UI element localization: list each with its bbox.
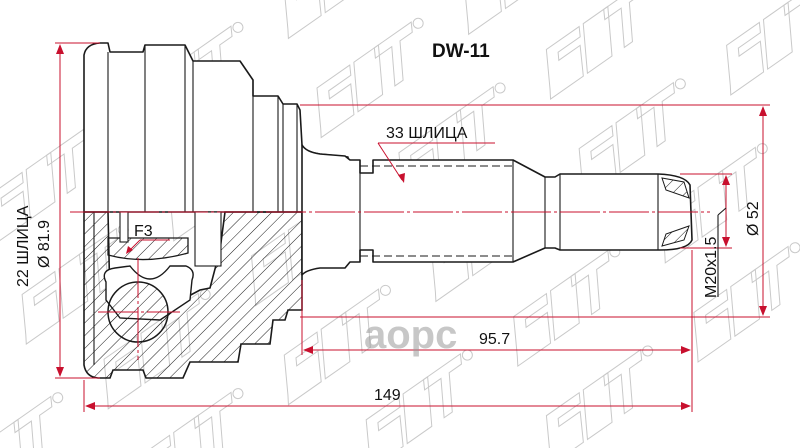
thread-label: M20x1.5 [703,237,720,298]
dim-thread [680,173,732,297]
part-number: DW-11 [432,41,490,62]
dim-overall-length [83,380,691,412]
f3-label: F3 [134,223,153,240]
dim-shaft-length [301,250,693,412]
outer-splines-label: 22 ШЛИЦА [15,205,32,287]
overlay-logo: аорс [364,313,457,357]
overall-length-label: 149 [374,387,401,404]
dim-outer-diameter [55,42,100,379]
shaft [301,144,693,276]
shaft-length-label: 95.7 [479,331,510,348]
f3-callout [126,239,170,254]
seal-diameter-label: Ø 52 [745,201,762,236]
outer-diameter-label: Ø 81.9 [36,220,53,268]
shaft-splines-callout [377,142,495,183]
shaft-splines-label: 33 ШЛИЦА [386,125,468,142]
